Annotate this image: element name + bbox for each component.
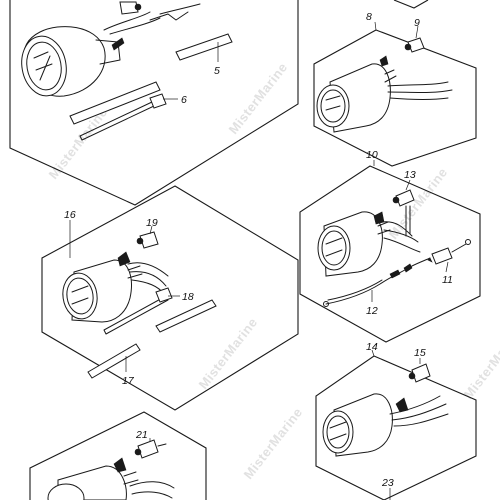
watermark-text: MisterMarine xyxy=(241,405,306,482)
bulb-icon xyxy=(134,439,167,459)
group-23: 23 xyxy=(381,477,394,500)
wire-icon xyxy=(149,3,201,21)
tube-icon xyxy=(87,299,217,379)
callout-13: 13 xyxy=(404,169,416,181)
watermark-text: MisterMarine xyxy=(226,60,291,137)
group-frame xyxy=(299,165,481,343)
gauge-icon xyxy=(62,251,143,323)
group-frame xyxy=(9,0,299,206)
callout-11: 11 xyxy=(442,274,453,286)
callout-14: 14 xyxy=(366,341,378,353)
callout-19: 19 xyxy=(146,217,158,229)
callout-5: 5 xyxy=(214,65,220,77)
watermark-text: MisterMarine xyxy=(196,315,261,392)
cable-tie-icon xyxy=(79,93,167,141)
callout-12: 12 xyxy=(366,305,378,317)
group-top-left: 5 6 xyxy=(9,0,299,206)
group-bottom-left: 21 xyxy=(29,411,207,500)
leader-line xyxy=(371,349,375,357)
group-frame xyxy=(313,29,477,167)
wire-icon xyxy=(129,481,175,499)
group-14: 14 15 xyxy=(315,341,477,500)
group-8: 8 9 xyxy=(313,0,477,167)
group-frame xyxy=(29,411,207,500)
group-10: 10 13 11 12 xyxy=(299,149,481,343)
bulb-icon xyxy=(404,37,425,53)
callout-18: 18 xyxy=(182,291,194,303)
bulb-icon xyxy=(408,363,431,383)
connector-icon xyxy=(427,239,471,265)
leader-line xyxy=(374,21,377,31)
group-16: 16 19 18 17 xyxy=(41,185,299,411)
wire-icon xyxy=(387,81,453,100)
harness-icon xyxy=(323,257,431,307)
gauge-icon xyxy=(21,11,161,97)
bulb-icon xyxy=(136,231,159,249)
callout-9: 9 xyxy=(414,17,420,29)
callout-17: 17 xyxy=(122,375,135,387)
wire-icon xyxy=(127,262,169,295)
leader-line xyxy=(149,225,153,235)
callout-15: 15 xyxy=(414,347,426,359)
bulb-icon xyxy=(119,1,142,15)
cable-tie-icon xyxy=(103,287,173,335)
callout-10: 10 xyxy=(366,149,378,161)
callout-21: 21 xyxy=(135,429,148,441)
wire-icon xyxy=(389,395,449,427)
leader-line xyxy=(405,179,411,191)
callout-8: 8 xyxy=(366,11,372,23)
group-frame xyxy=(315,355,477,500)
group-frame xyxy=(393,0,429,9)
gauge-icon xyxy=(47,457,139,500)
callout-6: 6 xyxy=(181,94,187,106)
gauge-icon xyxy=(316,55,397,133)
gauge-icon xyxy=(317,211,391,277)
callout-16: 16 xyxy=(64,209,76,221)
leader-line xyxy=(415,25,419,39)
callout-23: 23 xyxy=(381,477,394,489)
watermark-text: MisterMarine xyxy=(386,165,451,242)
bulb-icon xyxy=(392,189,415,237)
tube-icon xyxy=(69,33,233,125)
leader-line xyxy=(445,261,449,273)
watermark-text: MisterMarine xyxy=(461,325,500,402)
group-frame xyxy=(41,185,299,411)
gauge-icon xyxy=(322,393,409,457)
